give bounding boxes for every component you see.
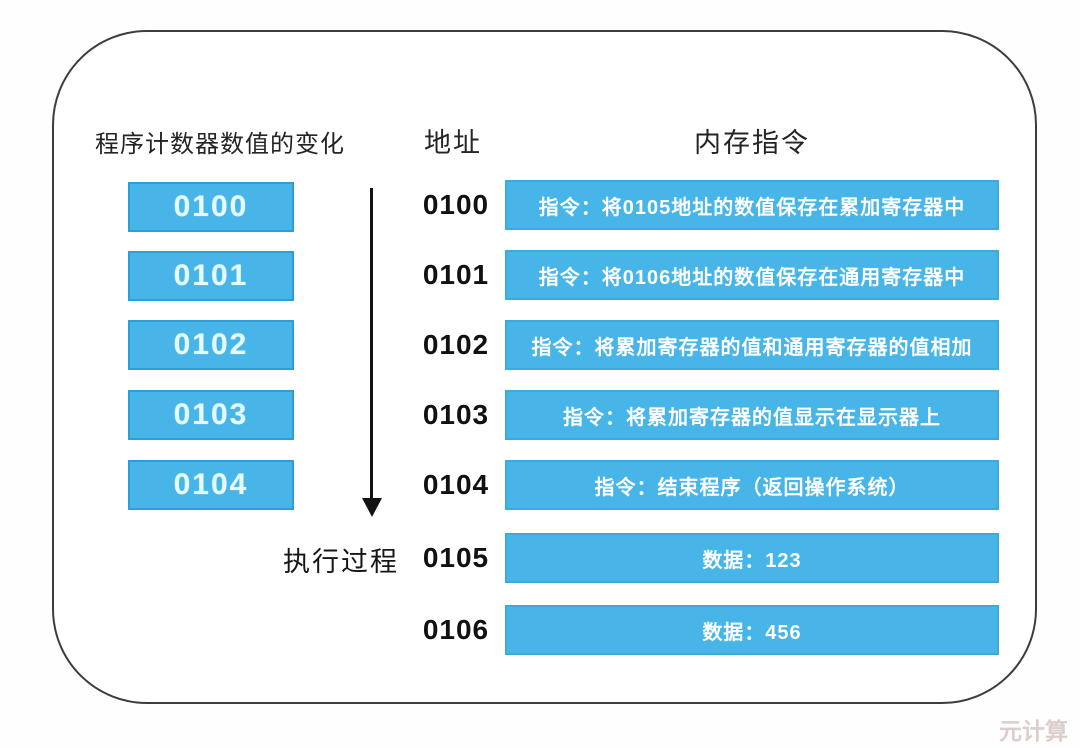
watermark-text: 元计算 bbox=[999, 718, 1068, 744]
address-column-header: 地址 bbox=[424, 128, 482, 158]
address-label: 0106 bbox=[422, 614, 490, 645]
address-label: 0100 bbox=[422, 189, 490, 220]
memory-instruction-bar: 指令：将累加寄存器的值和通用寄存器的值相加 bbox=[505, 320, 999, 370]
execution-arrow-icon bbox=[370, 188, 373, 500]
program-counter-box: 0104 bbox=[128, 460, 294, 510]
address-label: 0102 bbox=[422, 329, 490, 360]
address-label: 0101 bbox=[422, 259, 490, 290]
memory-instruction-column-header: 内存指令 bbox=[694, 128, 810, 158]
address-label: 0103 bbox=[422, 399, 490, 430]
memory-data-bar: 数据：123 bbox=[505, 533, 999, 583]
program-counter-box: 0103 bbox=[128, 390, 294, 440]
program-counter-box: 0102 bbox=[128, 320, 294, 370]
address-label: 0104 bbox=[422, 469, 490, 500]
address-label: 0105 bbox=[422, 542, 490, 573]
memory-instruction-bar: 指令：结束程序（返回操作系统） bbox=[505, 460, 999, 510]
execution-process-label: 执行过程 bbox=[283, 547, 399, 577]
program-counter-box: 0101 bbox=[128, 251, 294, 301]
execution-arrowhead-icon bbox=[362, 498, 382, 517]
memory-instruction-bar: 指令：将0106地址的数值保存在通用寄存器中 bbox=[505, 250, 999, 300]
memory-data-bar: 数据：456 bbox=[505, 605, 999, 655]
program-counter-header: 程序计数器数值的变化 bbox=[95, 131, 345, 158]
memory-instruction-bar: 指令：将累加寄存器的值显示在显示器上 bbox=[505, 390, 999, 440]
program-counter-box: 0100 bbox=[128, 182, 294, 232]
memory-instruction-bar: 指令：将0105地址的数值保存在累加寄存器中 bbox=[505, 180, 999, 230]
